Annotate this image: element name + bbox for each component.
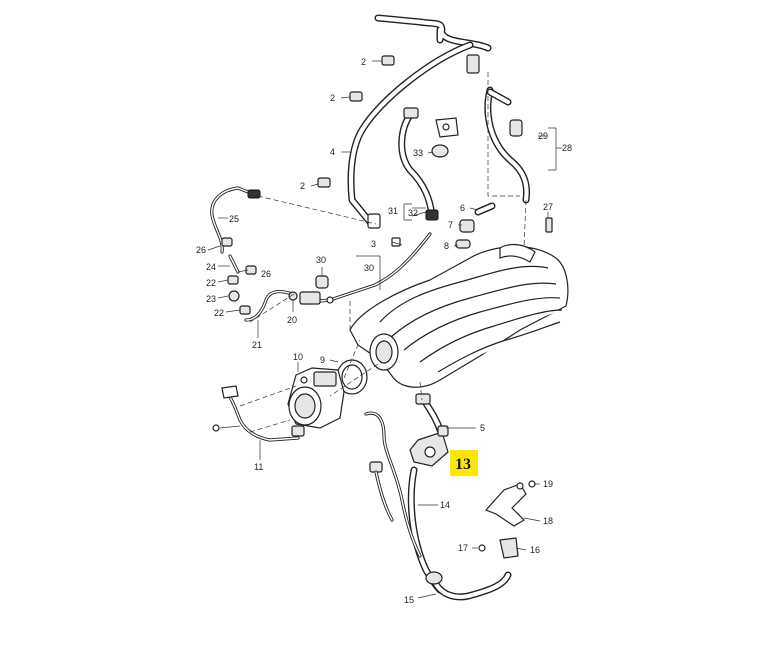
label-33: 33 — [413, 148, 423, 158]
label-27: 27 — [543, 202, 553, 212]
label-21: 21 — [252, 340, 262, 350]
label-26-a: 26 — [196, 245, 206, 255]
highlight-box-13[interactable] — [450, 450, 478, 476]
part-27[interactable] — [545, 217, 553, 233]
label-2-a: 2 — [361, 57, 366, 67]
label-16: 16 — [530, 545, 540, 555]
part-24[interactable] — [228, 254, 240, 274]
part-16[interactable] — [499, 537, 519, 559]
clip-part-2[interactable] — [317, 55, 395, 188]
pipe-part-21[interactable] — [244, 289, 294, 322]
label-8: 8 — [444, 241, 449, 251]
label-22-b: 22 — [214, 308, 224, 318]
sensor-wire[interactable] — [364, 411, 422, 558]
label-18: 18 — [543, 516, 553, 526]
part-6[interactable] — [474, 202, 496, 216]
part-labels: 2 2 2 3 4 5 6 7 8 9 10 11 13 14 15 16 17… — [196, 57, 572, 605]
valve-part-13[interactable] — [409, 425, 449, 467]
label-30-a: 30 — [316, 255, 326, 265]
part-30[interactable] — [315, 275, 329, 289]
label-2-b: 2 — [330, 93, 335, 103]
label-17: 17 — [458, 543, 468, 553]
label-15: 15 — [404, 595, 414, 605]
alignment-lines — [239, 72, 527, 433]
label-9: 9 — [320, 355, 325, 365]
label-31: 31 — [388, 206, 398, 216]
gasket-part-9[interactable] — [336, 359, 368, 395]
label-7: 7 — [448, 220, 453, 230]
label-22-a: 22 — [206, 278, 216, 288]
label-25: 25 — [229, 214, 239, 224]
label-14: 14 — [440, 500, 450, 510]
label-10: 10 — [293, 352, 303, 362]
label-11: 11 — [254, 462, 263, 472]
part-7[interactable] — [459, 219, 475, 233]
label-19: 19 — [543, 479, 553, 489]
label-28: 28 — [562, 143, 572, 153]
label-32: 32 — [408, 208, 418, 218]
label-30-b: 30 — [364, 263, 374, 273]
bracket-part-18[interactable] — [484, 482, 527, 527]
pipe-part-3[interactable] — [299, 232, 432, 305]
screw-part-17[interactable] — [478, 544, 486, 552]
bracket-part[interactable] — [435, 117, 459, 138]
connector-part-26[interactable] — [221, 237, 257, 275]
label-23: 23 — [206, 294, 216, 304]
hose-part-28[interactable] — [484, 86, 531, 204]
label-24: 24 — [206, 262, 216, 272]
part-20[interactable] — [288, 291, 298, 301]
label-4: 4 — [330, 147, 335, 157]
wiring-harness-part-11[interactable] — [212, 385, 305, 442]
part-8[interactable] — [455, 239, 471, 249]
throttle-body-part-10[interactable] — [287, 367, 345, 429]
label-3: 3 — [371, 239, 376, 249]
hose-part-5[interactable] — [415, 393, 444, 434]
hose-part-15[interactable] — [425, 571, 512, 601]
pipe-part-25[interactable] — [210, 186, 261, 254]
label-2-c: 2 — [300, 181, 305, 191]
part-23[interactable] — [228, 290, 240, 302]
label-20: 20 — [287, 315, 297, 325]
label-6: 6 — [460, 203, 465, 213]
label-26-b: 26 — [261, 269, 271, 279]
intake-manifold[interactable] — [349, 243, 569, 388]
label-29: 29 — [538, 131, 548, 141]
highlight-label-13: 13 — [455, 456, 471, 473]
clamp-part-33[interactable] — [431, 144, 449, 158]
leader-lines — [207, 60, 562, 599]
breather-hose-part-4[interactable] — [347, 14, 492, 229]
label-5: 5 — [480, 423, 485, 433]
part-22[interactable] — [227, 275, 251, 315]
hose-part-31[interactable] — [398, 107, 439, 221]
